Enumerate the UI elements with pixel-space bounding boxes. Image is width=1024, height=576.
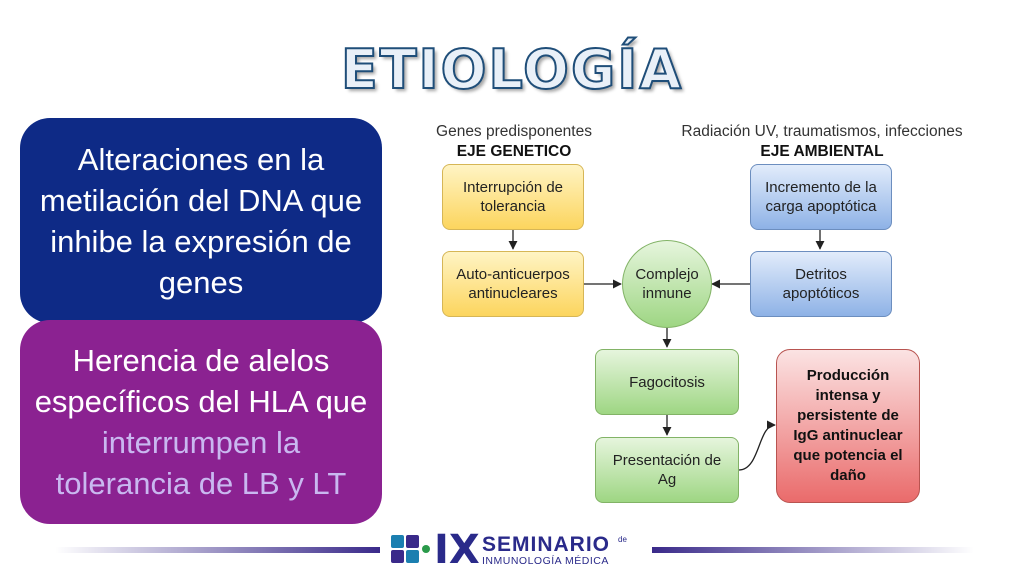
arrow-presentation-to-production	[738, 420, 776, 471]
phagocytosis-node: Fagocitosis	[595, 349, 739, 415]
seminar-numeral: IX	[434, 527, 480, 573]
seminar-title: SEMINARIO	[482, 533, 611, 556]
methylation-card: Alteraciones en la metilación del DNA qu…	[20, 118, 382, 323]
footer-line-right	[652, 547, 974, 553]
seminar-emblem-icon	[391, 535, 430, 563]
igg-production-node: Producción intensa y persistente de IgG …	[776, 349, 920, 503]
environmental-axis-subtitle: Radiación UV, traumatismos, infecciones	[681, 123, 963, 140]
seminar-de: de	[618, 535, 627, 544]
immune-complex-node: Complejo inmune	[622, 240, 712, 328]
page-title: ETIOLOGÍA	[340, 37, 684, 102]
antigen-presentation-node: Presentación de Ag	[595, 437, 739, 503]
seminar-logo: IX SEMINARIO de INMUNOLOGÍA MÉDICA	[390, 527, 640, 573]
genetic-axis-header: Genes predisponentes EJE GENETICO	[418, 122, 610, 162]
seminar-subtitle: INMUNOLOGÍA MÉDICA	[482, 555, 609, 567]
genetic-axis-subtitle: Genes predisponentes	[436, 123, 592, 140]
hla-text-prefix: Herencia de alelos específicos del HLA q…	[34, 343, 368, 419]
hla-text-highlight: interrumpen la tolerancia de LB y LT	[55, 425, 347, 501]
apoptotic-load-node: Incremento de la carga apoptótica	[750, 164, 892, 230]
hla-text: Herencia de alelos específicos del HLA q…	[34, 340, 368, 504]
autoantibodies-node: Auto-anticuerpos antinucleares	[442, 251, 584, 317]
footer-line-left	[55, 547, 380, 553]
methylation-text: Alteraciones en la metilación del DNA qu…	[39, 141, 363, 300]
hla-card: Herencia de alelos específicos del HLA q…	[20, 320, 382, 524]
environmental-axis-header: Radiación UV, traumatismos, infecciones …	[656, 122, 988, 162]
genetic-axis-title: EJE GENETICO	[456, 143, 572, 160]
apoptotic-debris-node: Detritos apoptóticos	[750, 251, 892, 317]
interruption-node: Interrupción de tolerancia	[442, 164, 584, 230]
environmental-axis-title: EJE AMBIENTAL	[760, 143, 884, 160]
